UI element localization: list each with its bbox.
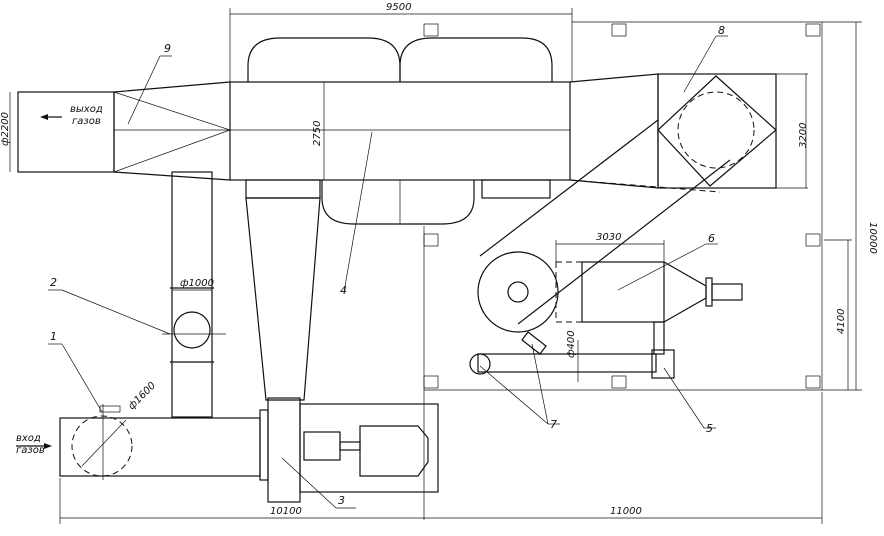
callout-7: 7 [550, 418, 557, 431]
dim-outlet-diameter: ф2200 [0, 112, 11, 146]
gas-outlet-label-line2: газов [72, 116, 101, 127]
callout-8: 8 [718, 24, 725, 37]
support-frame [423, 21, 823, 520]
dim-hopper-length: 3030 [596, 232, 621, 243]
gas-outlet-section [17, 81, 232, 181]
main-body [229, 37, 571, 225]
gas-inlet-label-line1: вход [16, 433, 41, 444]
dim-inlet-diameter: ф1600 [126, 380, 158, 412]
inclined-duct [477, 119, 731, 333]
dim-right-box-height: 3200 [798, 123, 809, 148]
dim-body-height: 2750 [312, 121, 323, 146]
leader-lines [48, 35, 728, 509]
callout-5: 5 [706, 422, 713, 435]
dim-bottom-left-length: 10100 [270, 506, 302, 517]
dimension-lines [9, 8, 862, 524]
callout-2: 2 [50, 276, 57, 289]
dim-lower-height: 4100 [836, 309, 847, 334]
screw-conveyor [469, 321, 675, 379]
dim-bottom-right-length: 11000 [610, 506, 642, 517]
callout-3: 3 [338, 494, 345, 507]
gas-inlet-label-line2: газов [16, 445, 45, 456]
callout-1: 1 [50, 330, 57, 343]
cyclone [162, 171, 321, 418]
fan-and-motor [267, 397, 439, 503]
right-equipment-box [569, 73, 808, 189]
dim-top-length: 9500 [386, 2, 411, 13]
dim-total-height: 10000 [867, 222, 878, 254]
callout-4: 4 [340, 284, 347, 297]
dim-stack-diameter: ф1000 [180, 278, 214, 289]
dim-screw-diameter: ф400 [566, 330, 577, 358]
gas-outlet-label-line1: выход [70, 104, 103, 115]
callout-6: 6 [708, 232, 715, 245]
hopper [555, 261, 743, 323]
callout-9: 9 [164, 42, 171, 55]
gas-inlet-pipe [16, 404, 269, 481]
